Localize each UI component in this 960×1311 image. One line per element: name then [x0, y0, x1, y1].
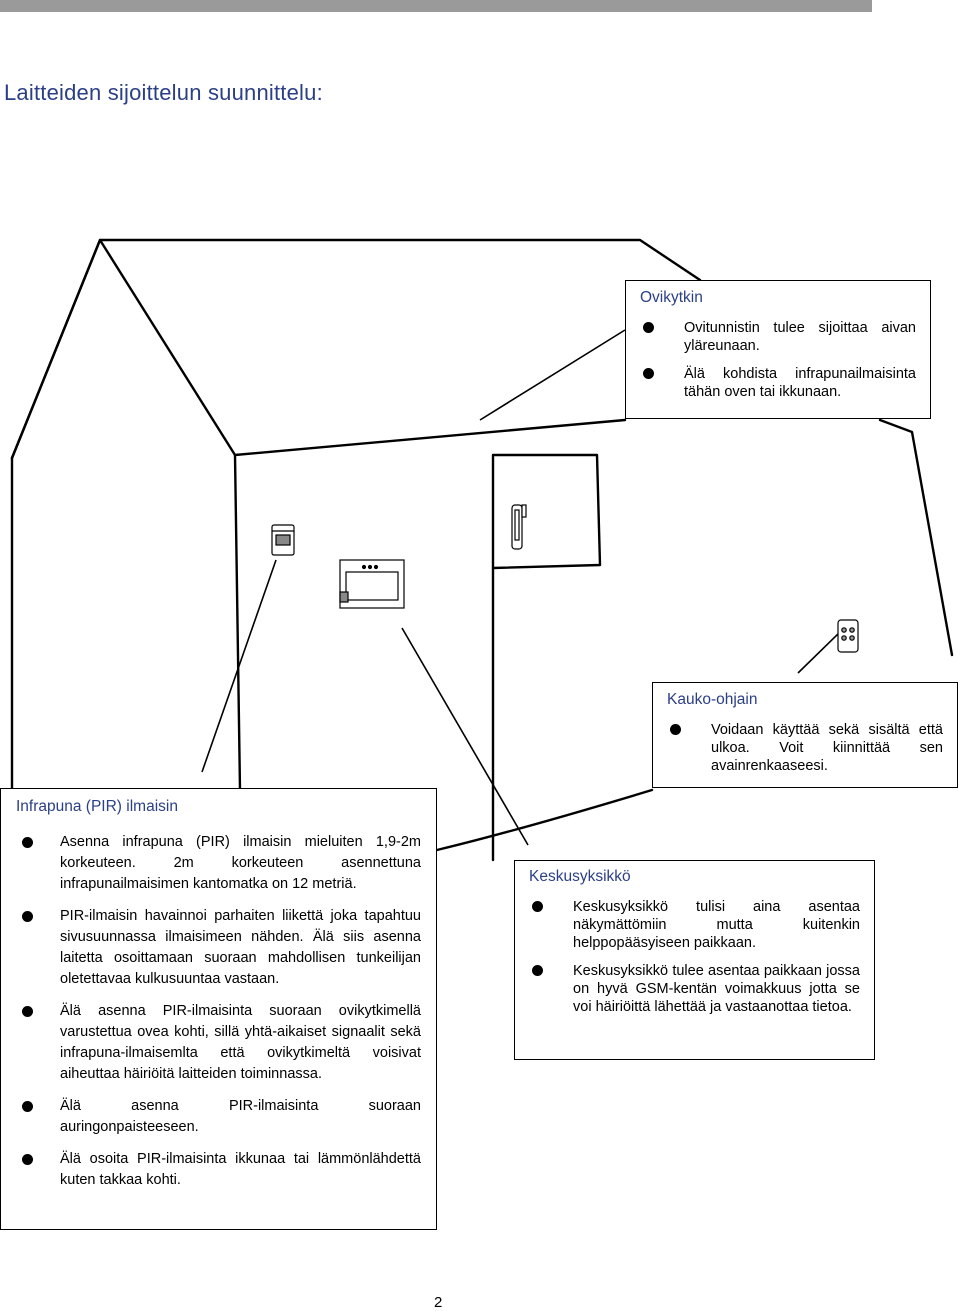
bullet-icon [22, 837, 33, 848]
bullet-icon [22, 911, 33, 922]
eave-outline [233, 418, 627, 457]
remote-control-icon [837, 619, 859, 653]
pointer-ovikytkin [479, 329, 626, 421]
box-title: Infrapuna (PIR) ilmaisin [16, 798, 178, 815]
list-item: PIR-ilmaisin havainnoi parhaiten liikett… [16, 906, 421, 990]
door-sensor-icon [511, 504, 527, 550]
pir-sensor-icon [271, 524, 295, 556]
pointer-pir [201, 559, 277, 773]
bullet-icon [22, 1101, 33, 1112]
info-box-kauko-ohjain: Kauko-ohjain Voidaan käyttää sekä sisält… [652, 682, 958, 788]
bullet-icon [532, 901, 543, 912]
left-gable-outline [10, 238, 237, 460]
bullet-icon [22, 1154, 33, 1165]
page-number: 2 [434, 1294, 443, 1311]
list-item: Voidaan käyttää sekä sisältä että ulkoa.… [667, 721, 943, 775]
list-item: Keskusyksikkö tulee asentaa paikkaan jos… [529, 962, 860, 1016]
box-title: Ovikytkin [640, 289, 703, 306]
corner-outline [233, 453, 242, 792]
base-outline [435, 788, 654, 852]
info-box-pir: Infrapuna (PIR) ilmaisin Asenna infrapun… [0, 788, 437, 1230]
info-box-ovikytkin: Ovikytkin Ovitunnistin tulee sijoittaa a… [625, 280, 931, 419]
page-title: Laitteiden sijoittelun suunnittelu: [4, 80, 323, 105]
bullet-icon [22, 1006, 33, 1017]
right-eave-outline [878, 418, 954, 657]
bullet-icon [643, 322, 654, 333]
bullet-icon [643, 368, 654, 379]
roof-outline [10, 238, 702, 460]
list-item: Ovitunnistin tulee sijoittaa aivan yläre… [640, 319, 916, 355]
box-title: Kauko-ohjain [667, 691, 758, 708]
info-box-keskusyksikko: Keskusyksikkö Keskusyksikkö tulisi aina … [514, 860, 875, 1060]
door-outline [491, 453, 602, 570]
bullet-icon [532, 965, 543, 976]
pointer-keskus [401, 627, 529, 846]
pointer-lines [201, 329, 841, 846]
list-item: Älä kohdista infrapunailmaisinta tähän o… [640, 365, 916, 401]
control-panel-icon [339, 559, 405, 609]
bullet-icon [670, 724, 681, 735]
box-title: Keskusyksikkö [529, 868, 631, 885]
list-item: Älä osoita PIR-ilmaisinta ikkunaa tai lä… [16, 1149, 421, 1191]
header-bar [0, 0, 872, 12]
pointer-kauko [797, 631, 841, 674]
list-item: Asenna infrapuna (PIR) ilmaisin mieluite… [16, 832, 421, 895]
list-item: Älä asenna PIR-ilmaisinta suoraan ovikyt… [16, 1001, 421, 1085]
list-item: Keskusyksikkö tulisi aina asentaa näkymä… [529, 898, 860, 952]
list-item: Älä asenna PIR-ilmaisinta suoraan auring… [16, 1096, 421, 1138]
